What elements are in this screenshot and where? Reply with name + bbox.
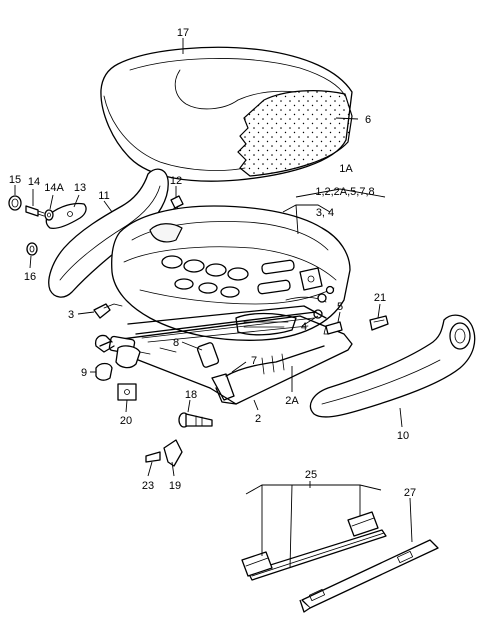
screw-part-14 (25, 205, 45, 217)
callout-8: 8 (173, 337, 179, 349)
seat-rail-frame-part-2 (94, 305, 353, 405)
leader-lines (14, 38, 413, 569)
callout-16: 16 (24, 271, 36, 283)
clip-part-16 (26, 242, 38, 256)
bolt-part-18 (178, 412, 213, 428)
clip-part-21 (369, 315, 389, 331)
callout-19: 19 (169, 480, 181, 492)
callout-3: 3 (68, 309, 74, 321)
seat-frame-assembly (111, 205, 351, 341)
callout-25: 25 (305, 469, 317, 481)
callout-6: 6 (365, 114, 371, 126)
screw-part-23 (145, 451, 161, 463)
bracket-part-13 (45, 202, 87, 230)
callout-12: 12 (170, 175, 182, 187)
callout-11: 11 (98, 190, 109, 202)
callout-5: 5 (337, 301, 343, 313)
bolt-part-5 (323, 321, 343, 335)
cable-part-3 (93, 303, 123, 319)
knob-part-9 (95, 362, 113, 381)
callout-18: 18 (185, 389, 197, 401)
callout-10: 10 (397, 430, 409, 442)
callout-17: 17 (177, 27, 189, 39)
bracket-part-19 (163, 439, 183, 467)
callout-15: 15 (9, 174, 21, 186)
callout-1A-list: 1,2,2A,5,7,8 (315, 186, 374, 198)
callout-4: 4 (301, 321, 307, 333)
callout-3-4: 3, 4 (316, 207, 334, 219)
callout-13: 13 (74, 182, 86, 194)
callout-7: 7 (251, 355, 257, 367)
callout-labels: 17 6 1A 1,2,2A,5,7,8 3, 4 15 14 14A 13 1… (9, 27, 416, 499)
callout-9: 9 (81, 367, 87, 379)
callout-20: 20 (120, 415, 132, 427)
callout-14: 14 (28, 176, 40, 188)
callout-2: 2 (255, 413, 261, 425)
rail-covers-part-25 (241, 511, 387, 581)
callout-21: 21 (374, 292, 386, 304)
callout-2A: 2A (285, 395, 299, 407)
foam-pad-part-6 (237, 90, 353, 177)
callout-14A: 14A (44, 182, 64, 194)
callout-27: 27 (404, 487, 416, 499)
callout-23: 23 (142, 480, 154, 492)
callout-1A: 1A (339, 163, 353, 175)
side-trim-part-11 (48, 168, 169, 298)
side-trim-part-10 (309, 314, 476, 418)
bracket-part-20 (117, 383, 137, 401)
cap-part-15 (8, 195, 22, 211)
rail-trim-part-27 (299, 539, 439, 613)
washer-part-14A (44, 209, 54, 221)
